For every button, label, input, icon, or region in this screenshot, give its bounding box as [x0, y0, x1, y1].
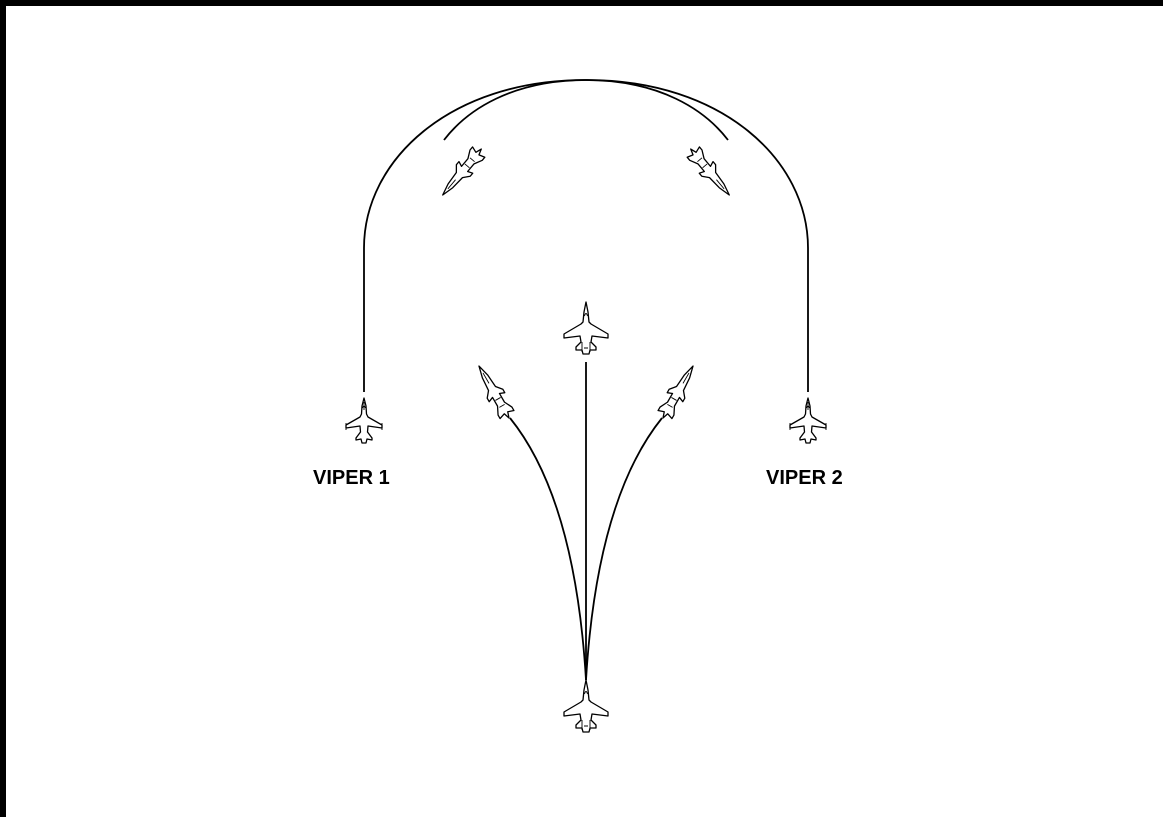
- bandit-center-jet-icon: [563, 301, 609, 355]
- bandit-right-jet-icon: [654, 360, 702, 424]
- viper-1-label: VIPER 1: [313, 467, 390, 489]
- viper-2-label: VIPER 2: [766, 467, 843, 489]
- bandit-right-path: [585, 417, 663, 681]
- bandit-left-path: [509, 417, 587, 681]
- viper-1-turn-path: [363, 79, 729, 392]
- viper-2-turning-jet-icon: [683, 142, 737, 202]
- viper-2-jet-icon: [789, 397, 827, 444]
- bandit-left-jet-icon: [470, 360, 518, 424]
- viper-1-turning-jet-icon: [435, 142, 489, 202]
- bandit-origin-jet-icon: [563, 679, 609, 733]
- viper-1-jet-icon: [345, 397, 383, 444]
- viper-2-turn-path: [443, 79, 809, 392]
